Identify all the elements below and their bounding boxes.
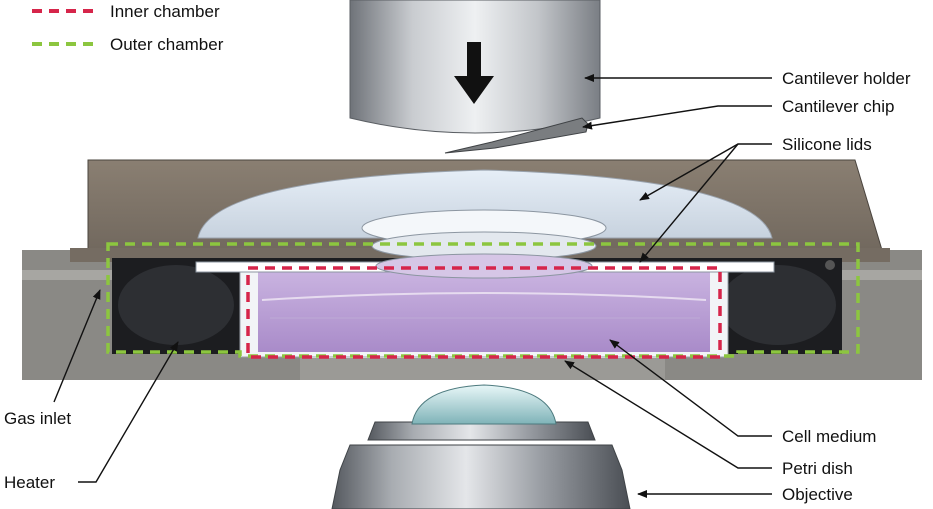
label-cantilever-holder: Cantilever holder: [782, 69, 911, 88]
legend-outer-label: Outer chamber: [110, 35, 224, 54]
cantilever-holder: [350, 0, 600, 133]
legend: Inner chamber Outer chamber: [32, 2, 224, 54]
cell-medium: [258, 272, 710, 352]
label-objective: Objective: [782, 485, 853, 504]
label-gas-inlet: Gas inlet: [4, 409, 71, 428]
objective-lens: [412, 385, 556, 424]
label-heater: Heater: [4, 473, 55, 492]
label-cantilever-chip: Cantilever chip: [782, 97, 894, 116]
petri-dish: [240, 265, 728, 357]
label-cell-medium: Cell medium: [782, 427, 876, 446]
legend-inner-label: Inner chamber: [110, 2, 220, 21]
callout-line-cantilever-chip: [583, 106, 772, 127]
label-petri-dish: Petri dish: [782, 459, 853, 478]
objective: [332, 385, 630, 509]
label-silicone-lids: Silicone lids: [782, 135, 872, 154]
